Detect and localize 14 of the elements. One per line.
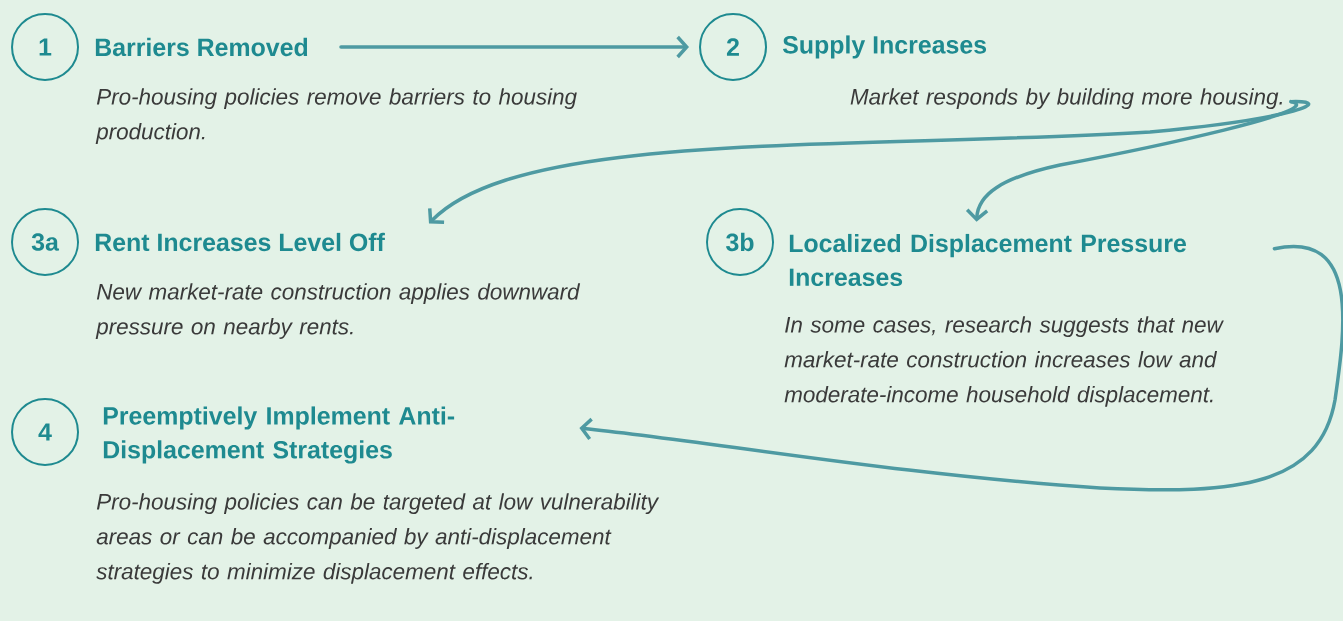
step-heading: Supply Increases <box>782 35 987 59</box>
step-description: Market responds by building more housing. <box>850 88 1282 110</box>
arrow <box>965 99 1299 222</box>
step-heading: Barriers Removed <box>95 37 308 57</box>
step-description: Pro-housing policies can be targeted at low vulnerability areas or can be accompanied by anti-displacement strategies to minimize displacement effects. <box>96 493 660 584</box>
step-description: Pro-housing policies remove barriers to housing production. <box>95 88 577 144</box>
step-heading: Preemptively Implement Anti-Displacement Strategies <box>103 406 455 464</box>
step-description: New market-rate construction applies downward pressure on nearby rents. <box>95 283 581 339</box>
step-heading: Localized Displacement Pressure Increases <box>789 233 1186 287</box>
step-heading: Rent Increases Level Off <box>95 232 385 252</box>
arrow <box>428 99 1311 225</box>
arrow <box>339 35 689 59</box>
arrow <box>579 244 1343 492</box>
step-description: In some cases, research suggests that new market-rate construction increases low and moderate-income household displacement. <box>784 316 1224 407</box>
